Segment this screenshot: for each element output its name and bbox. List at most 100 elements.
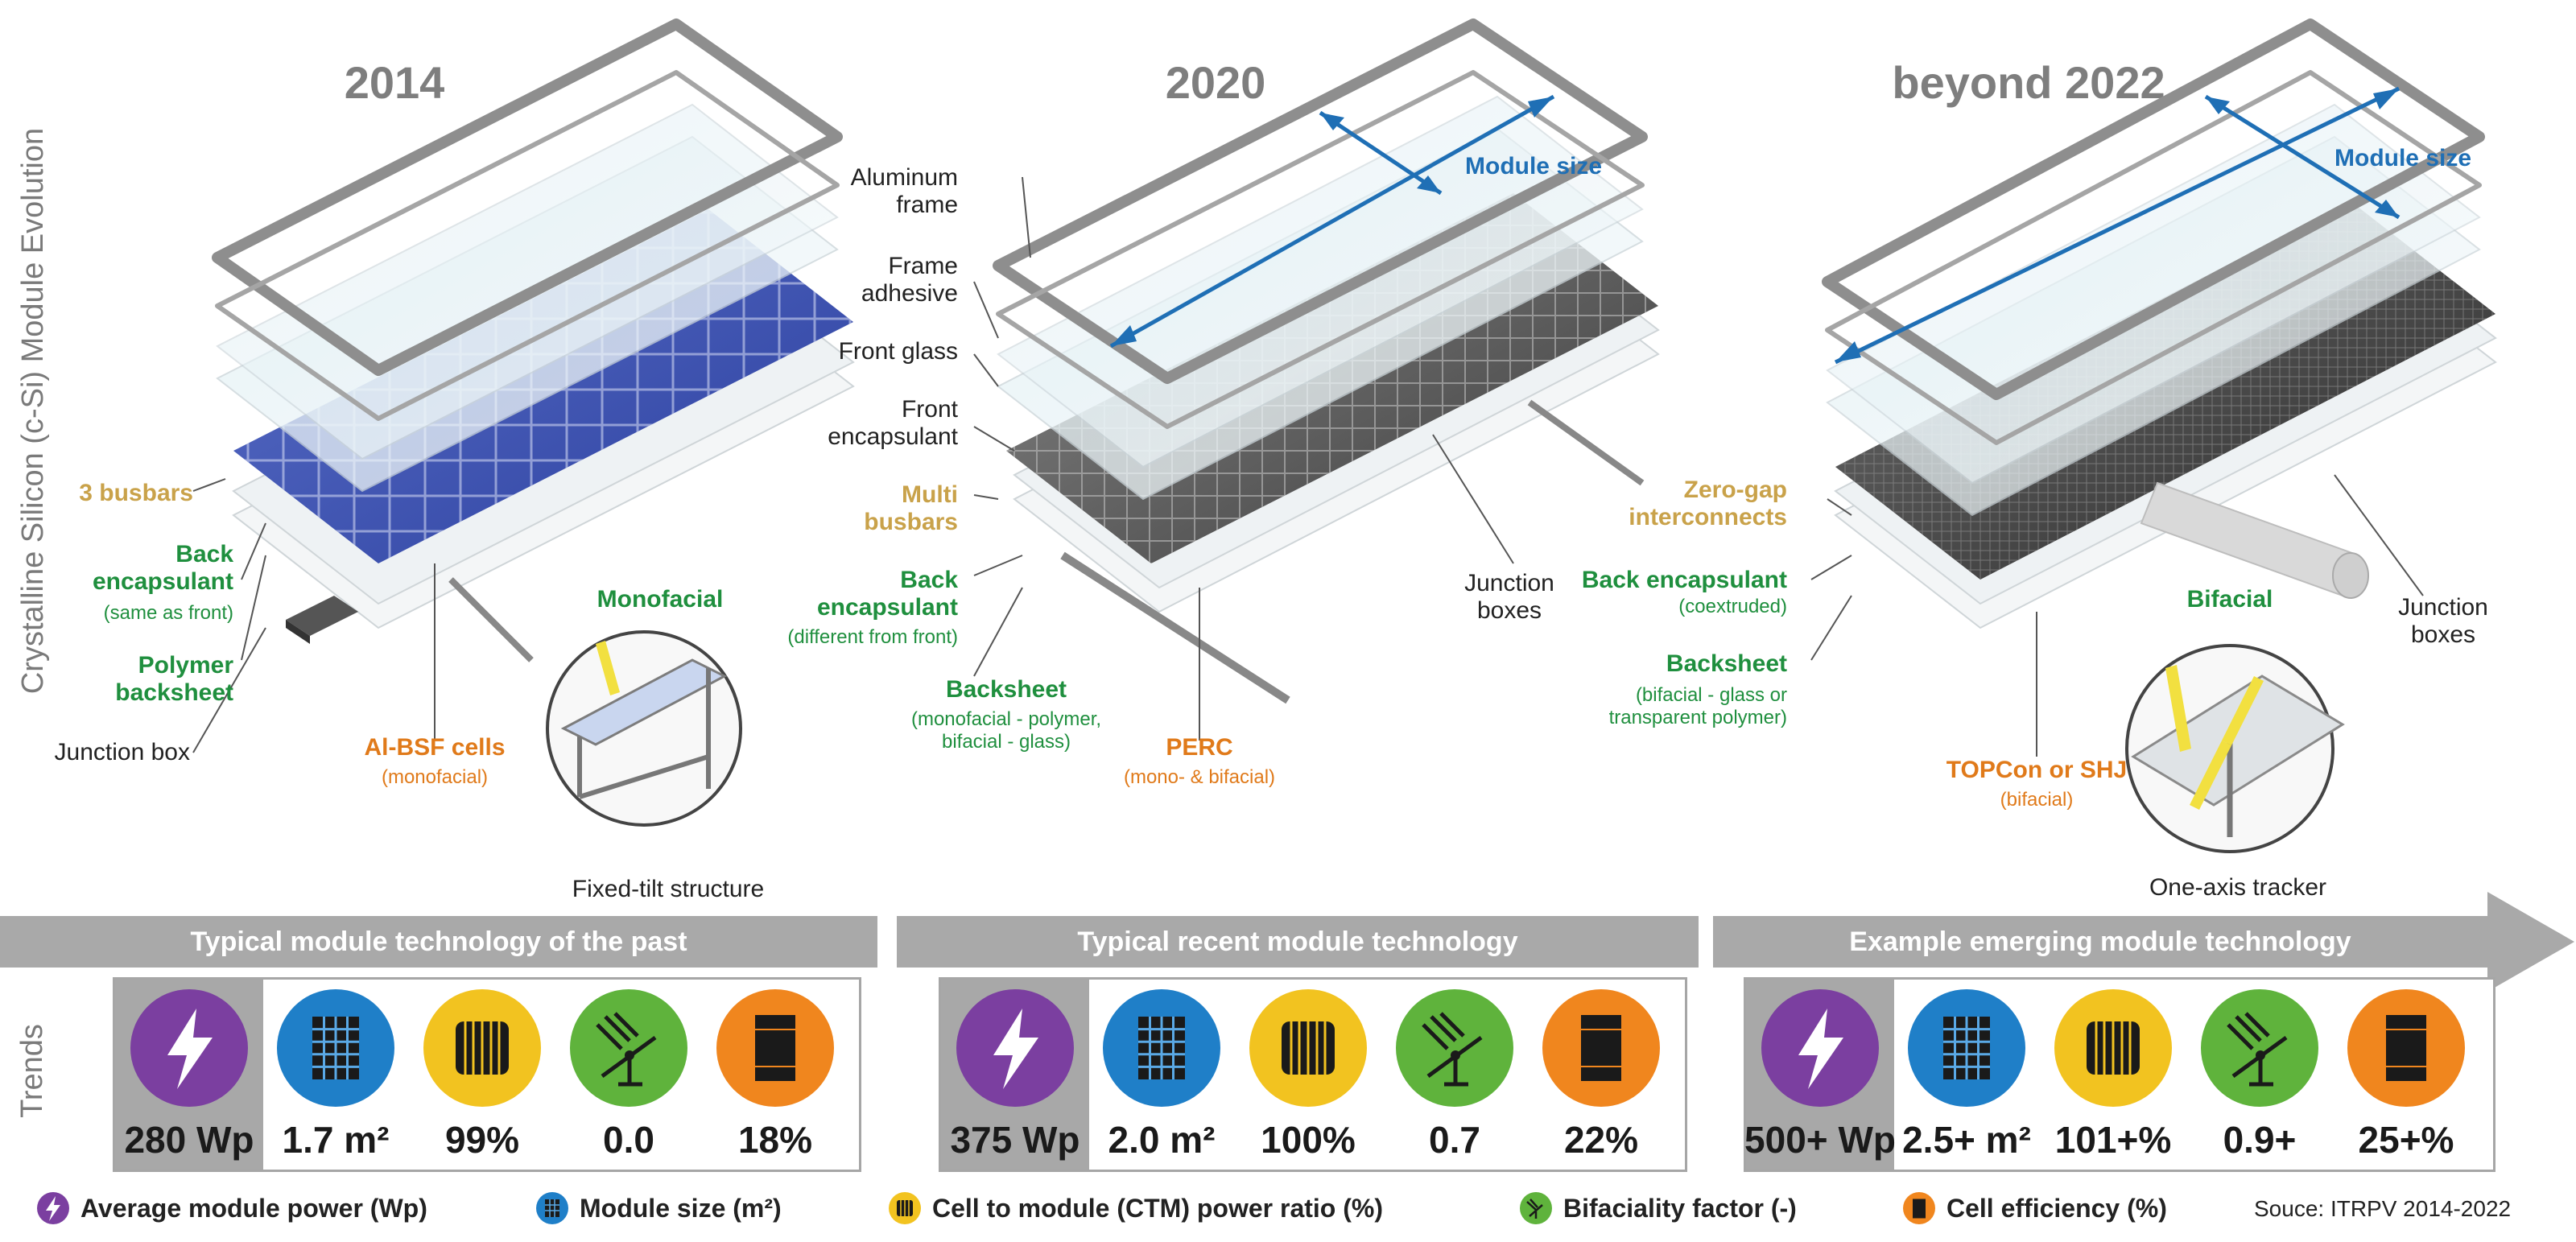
label-back-encapsulant-sub-2022: (coextruded)	[1678, 596, 1787, 617]
legend-size: Module size (m²)	[536, 1190, 782, 1227]
label-backsheet-sub-2020: (monofacial - polymer, bifacial - glass)	[910, 708, 1102, 753]
size-value: 2.5+ m²	[1902, 1119, 2031, 1161]
legend-ctm: Cell to module (CTM) power ratio (%)	[889, 1190, 1383, 1227]
power-icon	[130, 989, 248, 1107]
size-value: 1.7 m²	[282, 1119, 390, 1161]
label-al-bsf-sub: (monofacial)	[381, 766, 489, 788]
label-bifacial: Bifacial	[2186, 586, 2273, 613]
cell-efficiency-icon	[716, 989, 834, 1107]
bifacial-icon	[2201, 989, 2318, 1107]
label-zero-gap-interconnects: Zero-gap interconnects	[1629, 477, 1787, 530]
trends-label: Trends	[14, 1023, 49, 1118]
ctm-value: 101+%	[2054, 1119, 2172, 1161]
module-grid-icon	[1908, 989, 2025, 1107]
label-perc: PERC	[1166, 734, 1233, 761]
bifaciality-value: 0.9+	[2223, 1119, 2297, 1161]
label-front-glass: Front glass	[838, 338, 958, 365]
label-al-bsf-cells: Al-BSF cells	[364, 734, 506, 761]
label-aluminum-frame: Aluminum frame	[850, 164, 958, 218]
module-grid-icon	[277, 989, 394, 1107]
trend-cell-bifaciality: 0.7	[1381, 980, 1529, 1170]
label-topcon-sub: (bifacial)	[2000, 789, 2074, 811]
label-back-encapsulant-2020: Back encapsulant	[816, 567, 958, 621]
year-beyond-2022: beyond 2022	[1892, 57, 2165, 108]
cell-efficiency-icon	[2347, 989, 2465, 1107]
trend-cell-efficiency: 18%	[701, 980, 849, 1170]
label-multi-busbars: Multi busbars	[864, 481, 958, 535]
trend-cell-power: 500+ Wp	[1744, 980, 1896, 1170]
efficiency-value: 22%	[1563, 1119, 1639, 1161]
label-back-encapsulant-sub-2020: (different from front)	[787, 626, 958, 648]
label-3-busbars: 3 busbars	[79, 480, 193, 506]
label-module-size-2020: Module size	[1465, 153, 1603, 179]
trend-cell-size: 1.7 m²	[262, 980, 410, 1170]
module-illustrations	[192, 19, 2497, 853]
label-front-encapsulant: Front encapsulant	[828, 396, 958, 450]
cell-icon	[889, 1192, 921, 1224]
legend-bifaciality: Bifaciality factor (-)	[1520, 1190, 1797, 1227]
banner-emerging: Example emerging module technology	[1713, 916, 2487, 968]
label-backsheet-2022: Backsheet	[1666, 650, 1787, 677]
cell-icon	[2054, 989, 2172, 1107]
source-note: Souce: ITRPV 2014-2022	[2254, 1196, 2512, 1221]
trend-panel-recent: 375 Wp 2.0 m² 100% 0.7 22%	[939, 977, 1687, 1172]
callout-lines	[192, 176, 2424, 757]
ctm-value: 100%	[1261, 1119, 1356, 1161]
year-2014: 2014	[344, 57, 445, 108]
bifacial-icon	[1520, 1192, 1552, 1224]
cell-efficiency-icon	[1903, 1192, 1935, 1224]
label-polymer-backsheet: Polymer backsheet	[115, 652, 233, 706]
legend-efficiency: Cell efficiency (%)	[1903, 1190, 2167, 1227]
label-junction-boxes-2022: Junction boxes	[2398, 594, 2488, 648]
efficiency-value: 18%	[737, 1119, 813, 1161]
bifaciality-value: 0.7	[1429, 1119, 1480, 1161]
trend-cell-efficiency: 22%	[1527, 980, 1675, 1170]
bifaciality-value: 0.0	[603, 1119, 654, 1161]
power-value: 280 Wp	[124, 1119, 254, 1161]
timeline-arrowhead	[2479, 892, 2574, 992]
trend-cell-power: 375 Wp	[941, 980, 1089, 1170]
module-grid-icon	[536, 1192, 568, 1224]
label-monofacial: Monofacial	[597, 586, 724, 613]
power-value: 500+ Wp	[1744, 1119, 1896, 1161]
label-one-axis-tracker: One-axis tracker	[2149, 874, 2327, 901]
legend-power: Average module power (Wp)	[37, 1190, 427, 1227]
trend-cell-efficiency: 25+%	[2332, 980, 2480, 1170]
efficiency-value: 25+%	[2358, 1119, 2454, 1161]
label-junction-boxes-2020: Junction boxes	[1464, 570, 1554, 624]
label-frame-adhesive: Frame adhesive	[861, 253, 958, 307]
power-icon	[1761, 989, 1879, 1107]
label-fixed-tilt-structure: Fixed-tilt structure	[572, 876, 765, 902]
cell-icon	[423, 989, 541, 1107]
year-2020: 2020	[1165, 57, 1266, 108]
trend-panel-past: 280 Wp 1.7 m² 99% 0.0 18%	[113, 977, 861, 1172]
label-junction-box: Junction box	[54, 739, 190, 765]
label-back-encapsulant-2022: Back encapsulant	[1581, 567, 1787, 593]
module-2020	[993, 19, 1660, 704]
label-backsheet-2020: Backsheet	[945, 676, 1067, 703]
bifacial-icon	[570, 989, 687, 1107]
label-back-encapsulant-2014: Back encapsulant	[92, 541, 233, 595]
trend-cell-ctm: 100%	[1234, 980, 1382, 1170]
lightning-icon	[37, 1192, 69, 1224]
label-perc-sub: (mono- & bifacial)	[1123, 766, 1276, 788]
module-grid-icon	[1103, 989, 1220, 1107]
label-module-size-2022: Module size	[2334, 145, 2472, 171]
label-back-encapsulant-sub-2014: (same as front)	[103, 602, 233, 624]
trend-cell-ctm: 99%	[408, 980, 556, 1170]
power-icon	[956, 989, 1074, 1107]
banner-past: Typical module technology of the past	[0, 916, 877, 968]
size-value: 2.0 m²	[1108, 1119, 1216, 1161]
power-value: 375 Wp	[950, 1119, 1080, 1161]
trend-cell-ctm: 101+%	[2039, 980, 2187, 1170]
trend-cell-size: 2.5+ m²	[1893, 980, 2041, 1170]
trend-cell-bifaciality: 0.0	[555, 980, 703, 1170]
ctm-value: 99%	[444, 1119, 520, 1161]
module-2014	[212, 19, 855, 827]
module-beyond-2022	[1822, 19, 2497, 853]
trend-cell-power: 280 Wp	[115, 980, 263, 1170]
trend-cell-size: 2.0 m²	[1088, 980, 1236, 1170]
banner-recent: Typical recent module technology	[897, 916, 1699, 968]
